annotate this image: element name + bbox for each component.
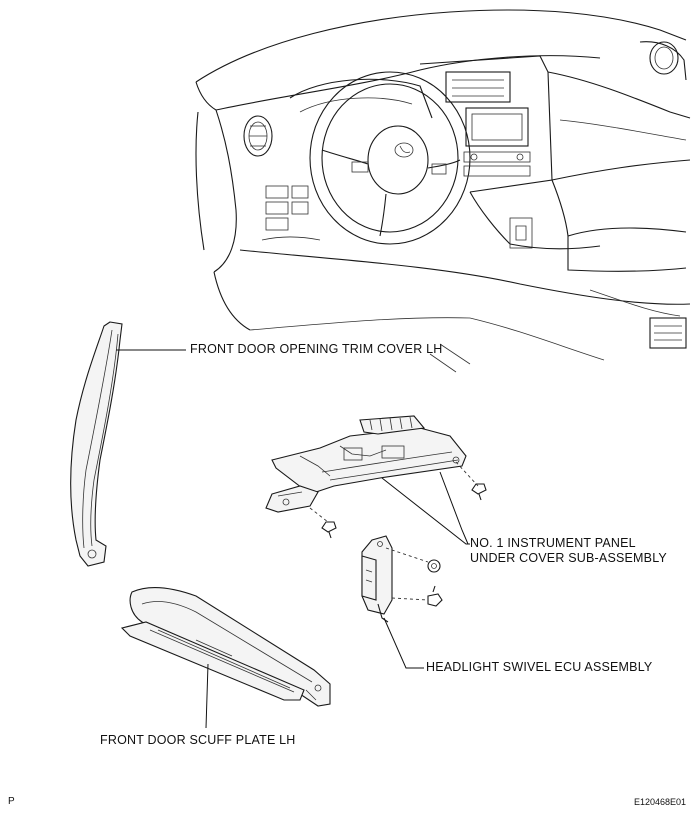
- under-cover-part-icon: [265, 415, 467, 513]
- figure-code: E120468E01: [633, 797, 686, 807]
- swivel-ecu-leader: [383, 617, 424, 669]
- trim-cover-label: FRONT DOOR OPENING TRIM COVER LH: [190, 342, 443, 356]
- headlight-swivel-ecu-part-icon: [361, 535, 429, 623]
- under-cover-label-line1: NO. 1 INSTRUMENT PANEL: [470, 536, 636, 550]
- nut-icon: [427, 559, 441, 573]
- scuff-plate-label: FRONT DOOR SCUFF PLATE LH: [100, 733, 296, 747]
- swivel-ecu-label: HEADLIGHT SWIVEL ECU ASSEMBLY: [426, 660, 653, 674]
- bolt-icon: [455, 461, 487, 501]
- bolt-icon: [427, 585, 443, 607]
- scuff-plate-leader: [205, 663, 209, 729]
- under-cover-leader-2: [381, 477, 470, 545]
- dashboard-illustration-icon: [195, 9, 691, 373]
- under-cover-label-line2: UNDER COVER SUB-ASSEMBLY: [470, 551, 667, 565]
- scuff-plate-part-icon: [120, 587, 331, 707]
- under-cover-leader: [439, 471, 469, 545]
- corner-mark-left: P: [8, 796, 15, 807]
- bolt-icon: [309, 507, 337, 539]
- trim-cover-part-icon: [70, 321, 123, 567]
